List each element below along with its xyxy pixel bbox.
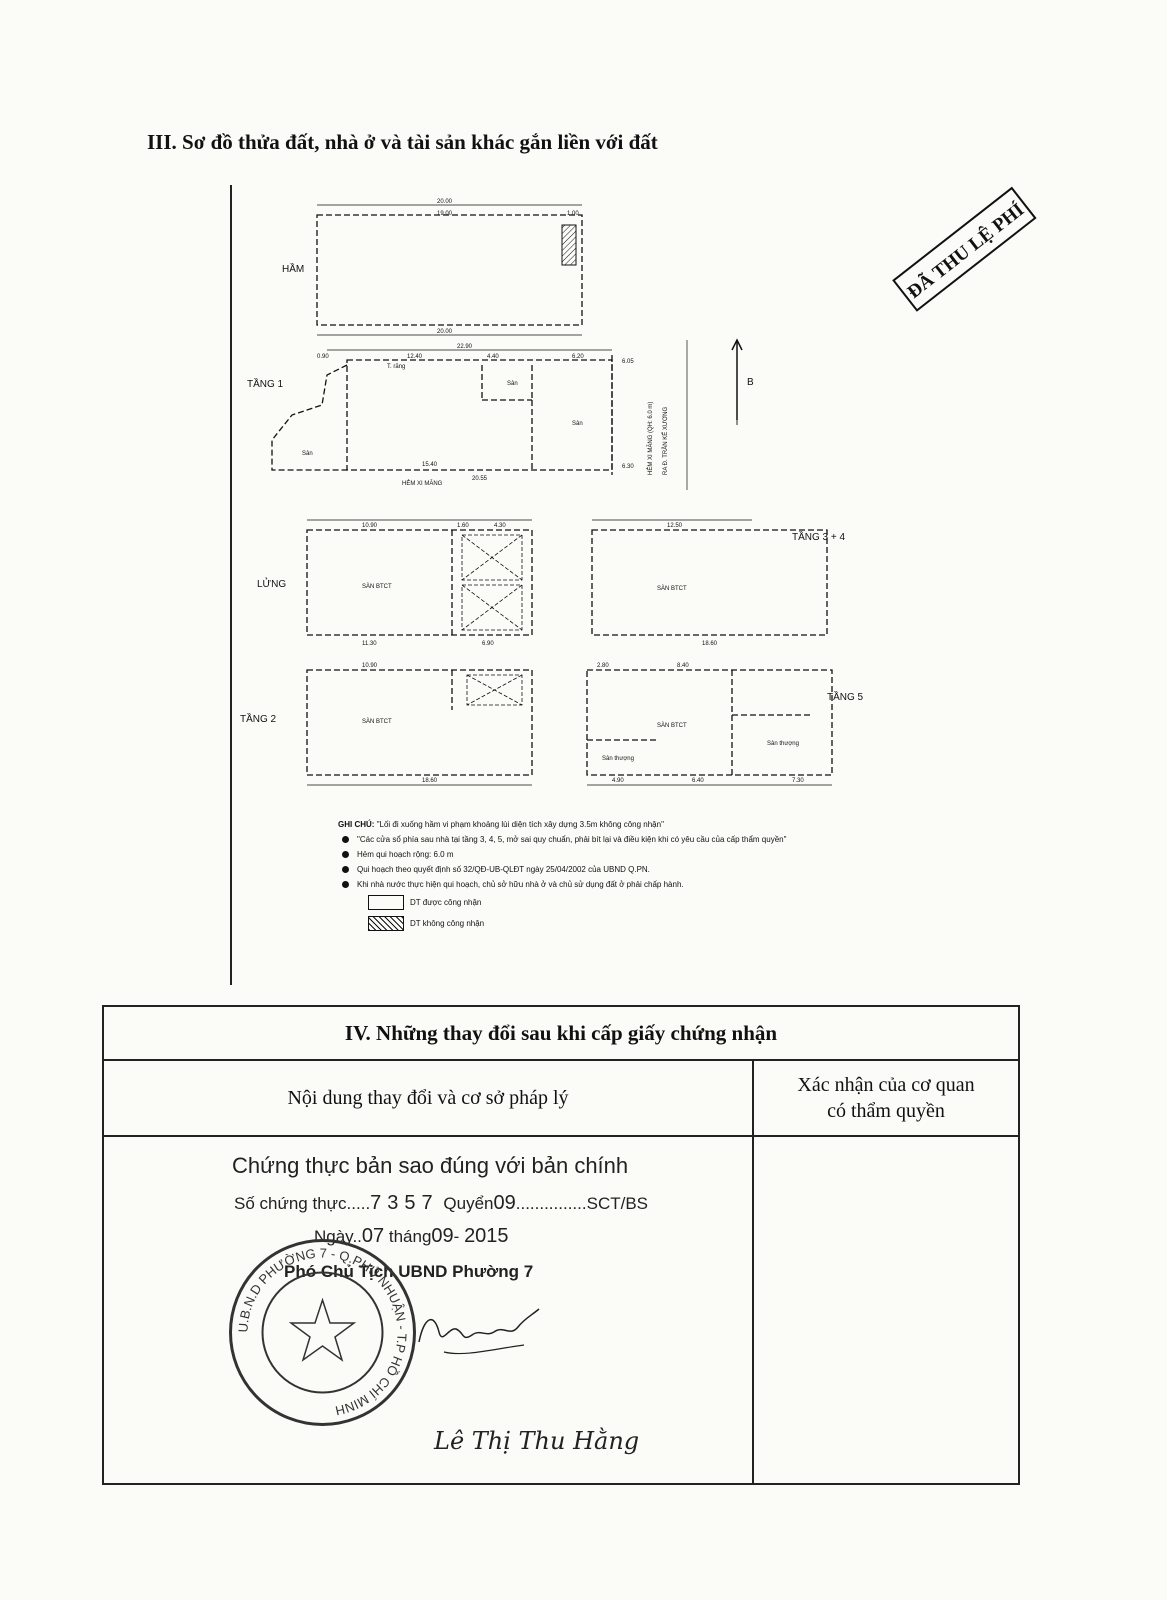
room-san-btct-34: SÀN BTCT (657, 585, 687, 592)
dim: 4.30 (494, 523, 506, 529)
room-t-rang: T. răng (387, 364, 405, 370)
col-header-content: Nội dung thay đổi và cơ sở pháp lý (104, 1061, 754, 1135)
changes-table: IV. Những thay đổi sau khi cấp giấy chứn… (102, 1005, 1020, 1485)
north-label: B (747, 377, 754, 388)
dim: 20.00 (437, 329, 453, 335)
dim: 1.00 (567, 211, 579, 217)
note-item: Khi nhà nước thực hiện qui hoạch, chủ sở… (357, 880, 684, 889)
note-item: Qui hoạch theo quyết định số 32/QĐ-UB-QL… (357, 865, 650, 874)
floor-tang34: TẦNG 3 + 4 (792, 530, 846, 543)
dim: 20.55 (472, 476, 488, 482)
dim: 10.90 (362, 523, 378, 529)
cert-month: 09 (431, 1225, 454, 1247)
margin-line (230, 185, 232, 985)
cert-book-value: 09 (493, 1192, 516, 1214)
cert-suffix: SCT/BS (586, 1194, 649, 1213)
room-san-btct-lung: SÀN BTCT (362, 583, 392, 590)
dim: 11.30 (362, 641, 377, 647)
dim: 19.00 (437, 211, 453, 217)
cert-line1: Chứng thực bản sao đúng với bản chính (232, 1153, 629, 1178)
legend-not-recognised: DT không công nhận (410, 919, 485, 928)
notes-heading: GHI CHÚ: (338, 820, 375, 829)
dim: 6.20 (572, 354, 584, 360)
notes-intro: "Lối đi xuống hầm vi phạm khoảng lùi diệ… (376, 820, 664, 829)
dim: 20.00 (437, 199, 453, 205)
room-san-3: Sân (302, 451, 313, 457)
floor-tang5: TẦNG 5 (827, 690, 864, 703)
dim: 18.60 (422, 778, 438, 784)
dim: 6.05 (622, 359, 634, 365)
dim: 18.60 (702, 641, 718, 647)
dim: 4.40 (487, 354, 499, 360)
col-header-confirm: Xác nhận của cơ quan có thẩm quyền (754, 1061, 1018, 1135)
room-san-btct-5: SÀN BTCT (657, 722, 687, 729)
section-4-title: IV. Những thay đổi sau khi cấp giấy chứn… (104, 1007, 1018, 1061)
fee-paid-stamp: ĐÃ THU LỆ PHÍ (892, 186, 1037, 312)
dim: 10.90 (362, 663, 378, 669)
room-san-2: Sân (572, 421, 583, 427)
cert-book-label: Quyển (443, 1194, 494, 1213)
cert-date-row: Ngày..07 tháng09- 2015 (314, 1225, 509, 1247)
official-seal: U.B.N.D PHƯỜNG 7 - Q.PHÚ NHUẬN - T.P HỒ … (229, 1239, 416, 1426)
legend-recognised: DT được công nhận (410, 898, 482, 907)
dim: 22.90 (457, 344, 473, 350)
room-san-thuong-1: Sân thượng (602, 756, 634, 762)
floor-tang1: TẦNG 1 (247, 377, 284, 390)
cert-month-label: tháng (388, 1227, 432, 1246)
floor-lung: LỬNG (257, 577, 286, 590)
dim: 12.40 (407, 354, 423, 360)
dim: 6.30 (622, 464, 634, 470)
cert-signer: Lê Thị Thu Hằng (434, 1427, 640, 1455)
dim: 0.90 (317, 354, 329, 360)
cert-year: 2015 (464, 1225, 509, 1247)
content-cell: Chứng thực bản sao đúng với bản chính Số… (104, 1137, 754, 1485)
cert-official: Phó Chủ Tịch UBND Phường 7 (284, 1262, 534, 1281)
dim: 6.90 (482, 641, 494, 647)
signature (418, 1308, 540, 1355)
cert-num-value: 7357 (370, 1192, 439, 1214)
floor-plan: HẦM TẦNG 1 LỬNG TẦNG 2 TẦNG 3 + 4 TẦNG 5… (240, 199, 864, 786)
floor-ham: HẦM (282, 262, 304, 275)
floor-tang2: TẦNG 2 (240, 712, 277, 725)
room-san-btct-2: SÀN BTCT (362, 718, 392, 725)
room-san-thuong-2: Sân thượng (767, 741, 799, 747)
cert-number-row: Số chứng thực.....7357 Quyển09..........… (234, 1192, 649, 1214)
dim: 8.40 (677, 663, 689, 669)
notes: GHI CHÚ: "Lối đi xuống hầm vi phạm khoản… (338, 820, 858, 931)
col-header-confirm-l1: Xác nhận của cơ quan (797, 1074, 975, 1096)
cert-day: 07 (361, 1225, 385, 1247)
dim: 15.40 (422, 462, 438, 468)
dim: 2.80 (597, 663, 609, 669)
dim: 12.50 (667, 523, 683, 529)
cert-num-label: Số chứng thực (234, 1194, 347, 1213)
label-hem-side: HẺM XI MĂNG (QH: 6.0 m) (647, 402, 654, 475)
fee-paid-text: ĐÃ THU LỆ PHÍ (903, 199, 1028, 304)
section-3-title: III. Sơ đồ thửa đất, nhà ở và tài sản kh… (147, 130, 658, 154)
dim: 1.60 (457, 523, 469, 529)
label-hem-xi-mang: HẺM XI MĂNG (402, 480, 443, 487)
dim: 6.40 (692, 778, 704, 784)
note-item: Hẻm qui hoạch rộng: 6.0 m (357, 850, 454, 859)
room-san-1: Sân (507, 381, 518, 387)
dim: 7.30 (792, 778, 804, 784)
dim: 4.90 (612, 778, 624, 784)
label-ra-duong: RA Đ. TRẦN KẾ XƯƠNG (662, 406, 669, 475)
note-item: "Các cửa sổ phía sau nhà tại tầng 3, 4, … (357, 835, 787, 844)
col-header-confirm-l2: có thẩm quyền (827, 1100, 945, 1122)
